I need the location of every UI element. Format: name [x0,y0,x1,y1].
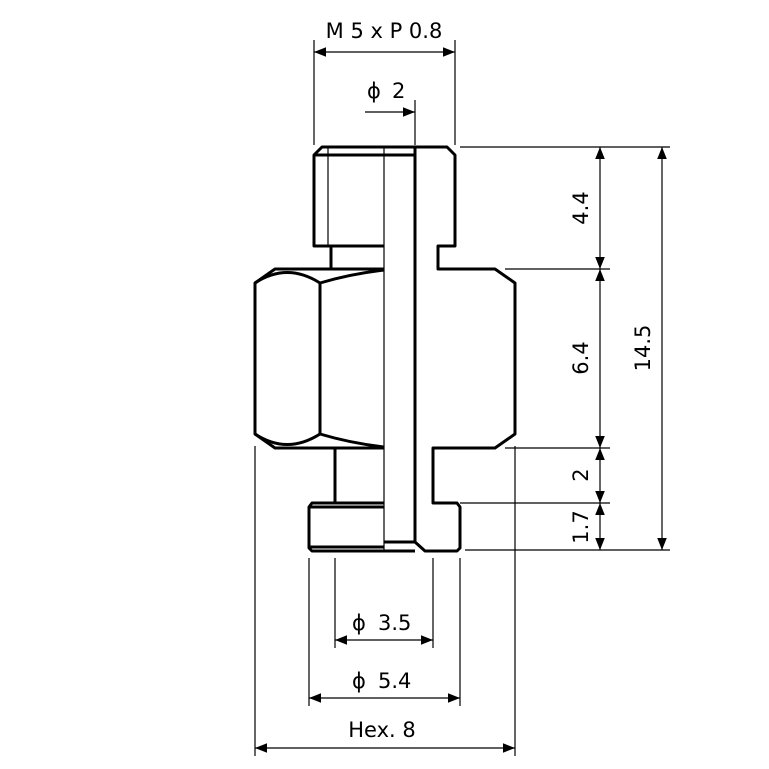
top-thread [312,145,415,248]
section-hatch [413,145,517,553]
groove-diameter-dimension: ϕ 3.5 [334,558,434,648]
svg-text:1.7: 1.7 [569,510,593,543]
svg-text:Hex. 8: Hex. 8 [348,718,415,742]
bottom-flange [307,501,415,553]
hex-size-dimension: Hex. 8 [254,446,516,756]
flange-diameter-dimension: ϕ 5.4 [308,558,461,706]
svg-text:14.5: 14.5 [631,325,655,372]
svg-text:4.4: 4.4 [569,191,593,224]
svg-text:M 5 x P 0.8: M 5 x P 0.8 [326,19,443,43]
svg-text:5.4: 5.4 [378,669,411,693]
bore-dimension: ϕ 2 [365,79,416,145]
thread-dimension: M 5 x P 0.8 [313,19,456,145]
svg-text:ϕ: ϕ [367,79,381,103]
right-dimensions: 4.4 6.4 2 1.7 14.5 [460,146,670,551]
svg-text:ϕ: ϕ [352,669,366,693]
hex-body [253,267,385,450]
svg-text:6.4: 6.4 [569,341,593,374]
svg-text:2: 2 [569,468,593,481]
svg-text:ϕ: ϕ [352,611,366,635]
svg-text:3.5: 3.5 [378,611,411,635]
svg-text:2: 2 [392,79,405,103]
